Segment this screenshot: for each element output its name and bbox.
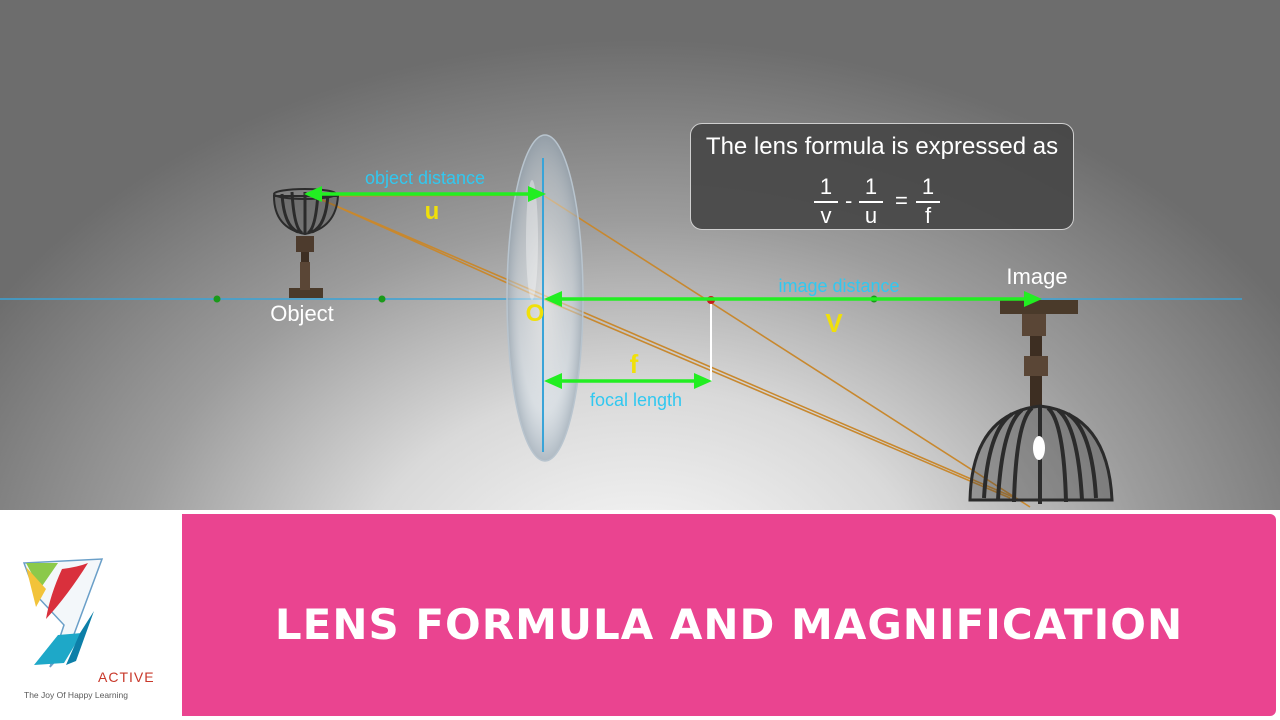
ray-refracted-2: [542, 298, 1011, 499]
formula-title: The lens formula is expressed as: [705, 133, 1059, 160]
fraction-numerator: 1: [814, 174, 838, 203]
equals-sign: =: [895, 188, 908, 213]
title-banner: LENS FORMULA AND MAGNIFICATION: [182, 514, 1276, 716]
label-f: f: [630, 349, 639, 379]
label-u: u: [425, 198, 440, 225]
seven-active-logo-icon: ACTIVE The Joy Of Happy Learning: [22, 558, 155, 700]
fraction-1-over-u: 1 u: [859, 174, 883, 229]
light-rays: [314, 194, 1031, 508]
object-distance-arrow: [304, 186, 546, 202]
lens-diagram: object distance u Object O image distanc…: [0, 134, 1242, 508]
footer-bar: ACTIVE The Joy Of Happy Learning LENS FO…: [0, 510, 1280, 720]
label-image: Image: [1006, 264, 1067, 289]
fraction-numerator: 1: [916, 174, 940, 203]
lens-highlight: [526, 180, 538, 300]
image-figure: [968, 300, 1114, 504]
image-distance-arrow: [544, 291, 1042, 307]
logo-brand-text: ACTIVE: [98, 669, 155, 685]
video-title: LENS FORMULA AND MAGNIFICATION: [274, 600, 1184, 649]
fraction-1-over-f: 1 f: [916, 174, 940, 229]
formula-card: The lens formula is expressed as 1 v - 1…: [690, 123, 1074, 230]
point-2f-left: [213, 295, 221, 303]
label-focal-length: focal length: [590, 390, 682, 410]
ray-refracted-1: [542, 194, 1031, 508]
object-figure: [272, 188, 340, 298]
fraction-denominator: v: [820, 203, 832, 228]
measurement-arrows: [304, 186, 1042, 389]
label-object: Object: [270, 301, 334, 326]
label-image-distance: image distance: [778, 276, 899, 296]
ray-through-center: [319, 198, 1021, 501]
fraction-1-over-v: 1 v: [814, 174, 838, 229]
logo-tagline: The Joy Of Happy Learning: [24, 690, 128, 700]
focal-length-arrow: [544, 373, 712, 389]
fraction-denominator: u: [864, 203, 878, 228]
label-object-distance: object distance: [365, 168, 485, 188]
point-focus-left: [378, 295, 386, 303]
fraction-denominator: f: [924, 203, 932, 228]
ray-through-focus: [317, 197, 544, 300]
fraction-numerator: 1: [859, 174, 883, 203]
minus-sign: -: [845, 188, 853, 213]
brand-logo: ACTIVE The Joy Of Happy Learning: [6, 515, 182, 713]
label-v: V: [825, 308, 843, 338]
label-optical-center: O: [526, 300, 545, 327]
